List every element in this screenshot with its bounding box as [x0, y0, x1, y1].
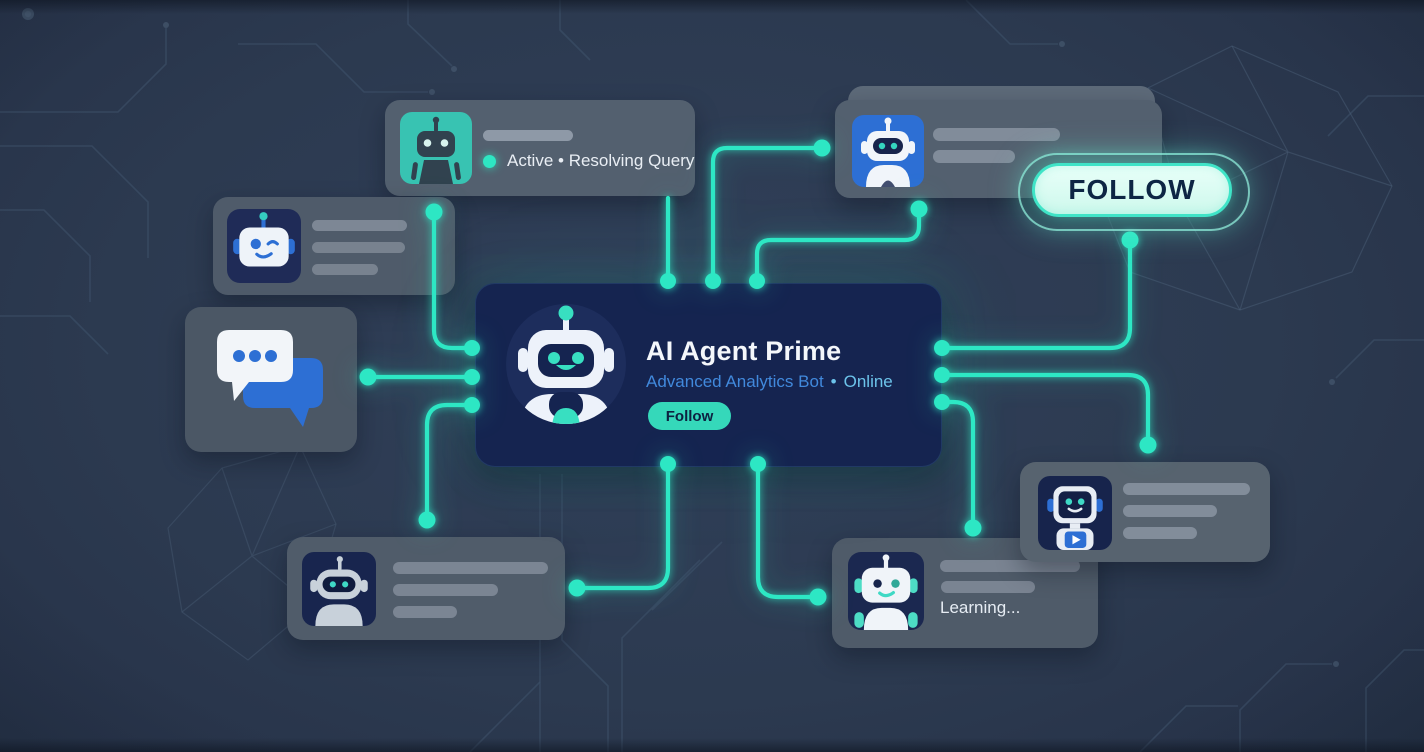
agent-name-title: AI Agent Prime — [646, 336, 842, 366]
robot-avatar — [400, 112, 472, 184]
robot-silhouette-icon — [411, 116, 461, 184]
robot-winking-icon — [233, 212, 295, 267]
placeholder-bar — [933, 150, 1015, 163]
chat-card — [185, 307, 357, 452]
placeholder-bar — [312, 264, 378, 275]
placeholder-bar — [393, 562, 548, 574]
placeholder-bar — [933, 128, 1060, 141]
status-text: Active • Resolving Query — [507, 151, 695, 170]
placeholder-bar — [941, 581, 1035, 593]
agent-card-primary: AI Agent Prime Advanced Analytics Bot • On… — [475, 283, 942, 467]
subtitle-separator: • — [830, 372, 837, 391]
robot-gray-icon — [310, 556, 368, 626]
robot-blue-icon — [861, 117, 915, 187]
placeholder-bar — [393, 584, 498, 596]
placeholder-bar — [312, 220, 407, 231]
agent-subtitle: Advanced Analytics Bot • Online — [646, 372, 893, 392]
placeholder-bar — [483, 130, 573, 141]
placeholder-bar — [1123, 483, 1250, 495]
robot-avatar — [848, 552, 924, 630]
agent-card-active: Active • Resolving Query — [385, 100, 695, 196]
robot-play-icon — [1047, 486, 1103, 550]
follow-button[interactable]: Follow — [648, 402, 731, 430]
follow-cta-ring: FOLLOW — [1018, 153, 1250, 231]
agent-type-label: Advanced Analytics Bot — [646, 372, 824, 391]
online-status-label: Online — [843, 372, 893, 391]
online-dot-icon — [483, 154, 496, 168]
robot-avatar — [227, 209, 301, 283]
robot-avatar — [852, 115, 924, 187]
chat-bubbles-icon — [217, 330, 323, 427]
follow-cta-button[interactable]: FOLLOW — [1032, 163, 1232, 217]
learning-status-text: Learning... — [940, 598, 1021, 617]
placeholder-bar — [1123, 527, 1197, 539]
placeholder-bar — [393, 606, 457, 618]
robot-avatar — [1038, 476, 1112, 550]
robot-avatar — [302, 552, 376, 626]
agent-card-winking — [213, 197, 455, 295]
agent-card-bottom-left — [287, 537, 565, 640]
robot-learning-icon — [854, 554, 918, 630]
agent-card-play — [1020, 462, 1270, 562]
robot-primary-avatar-icon — [506, 304, 626, 424]
placeholder-bar — [312, 242, 405, 253]
placeholder-bar — [940, 560, 1080, 572]
placeholder-bar — [1123, 505, 1217, 517]
